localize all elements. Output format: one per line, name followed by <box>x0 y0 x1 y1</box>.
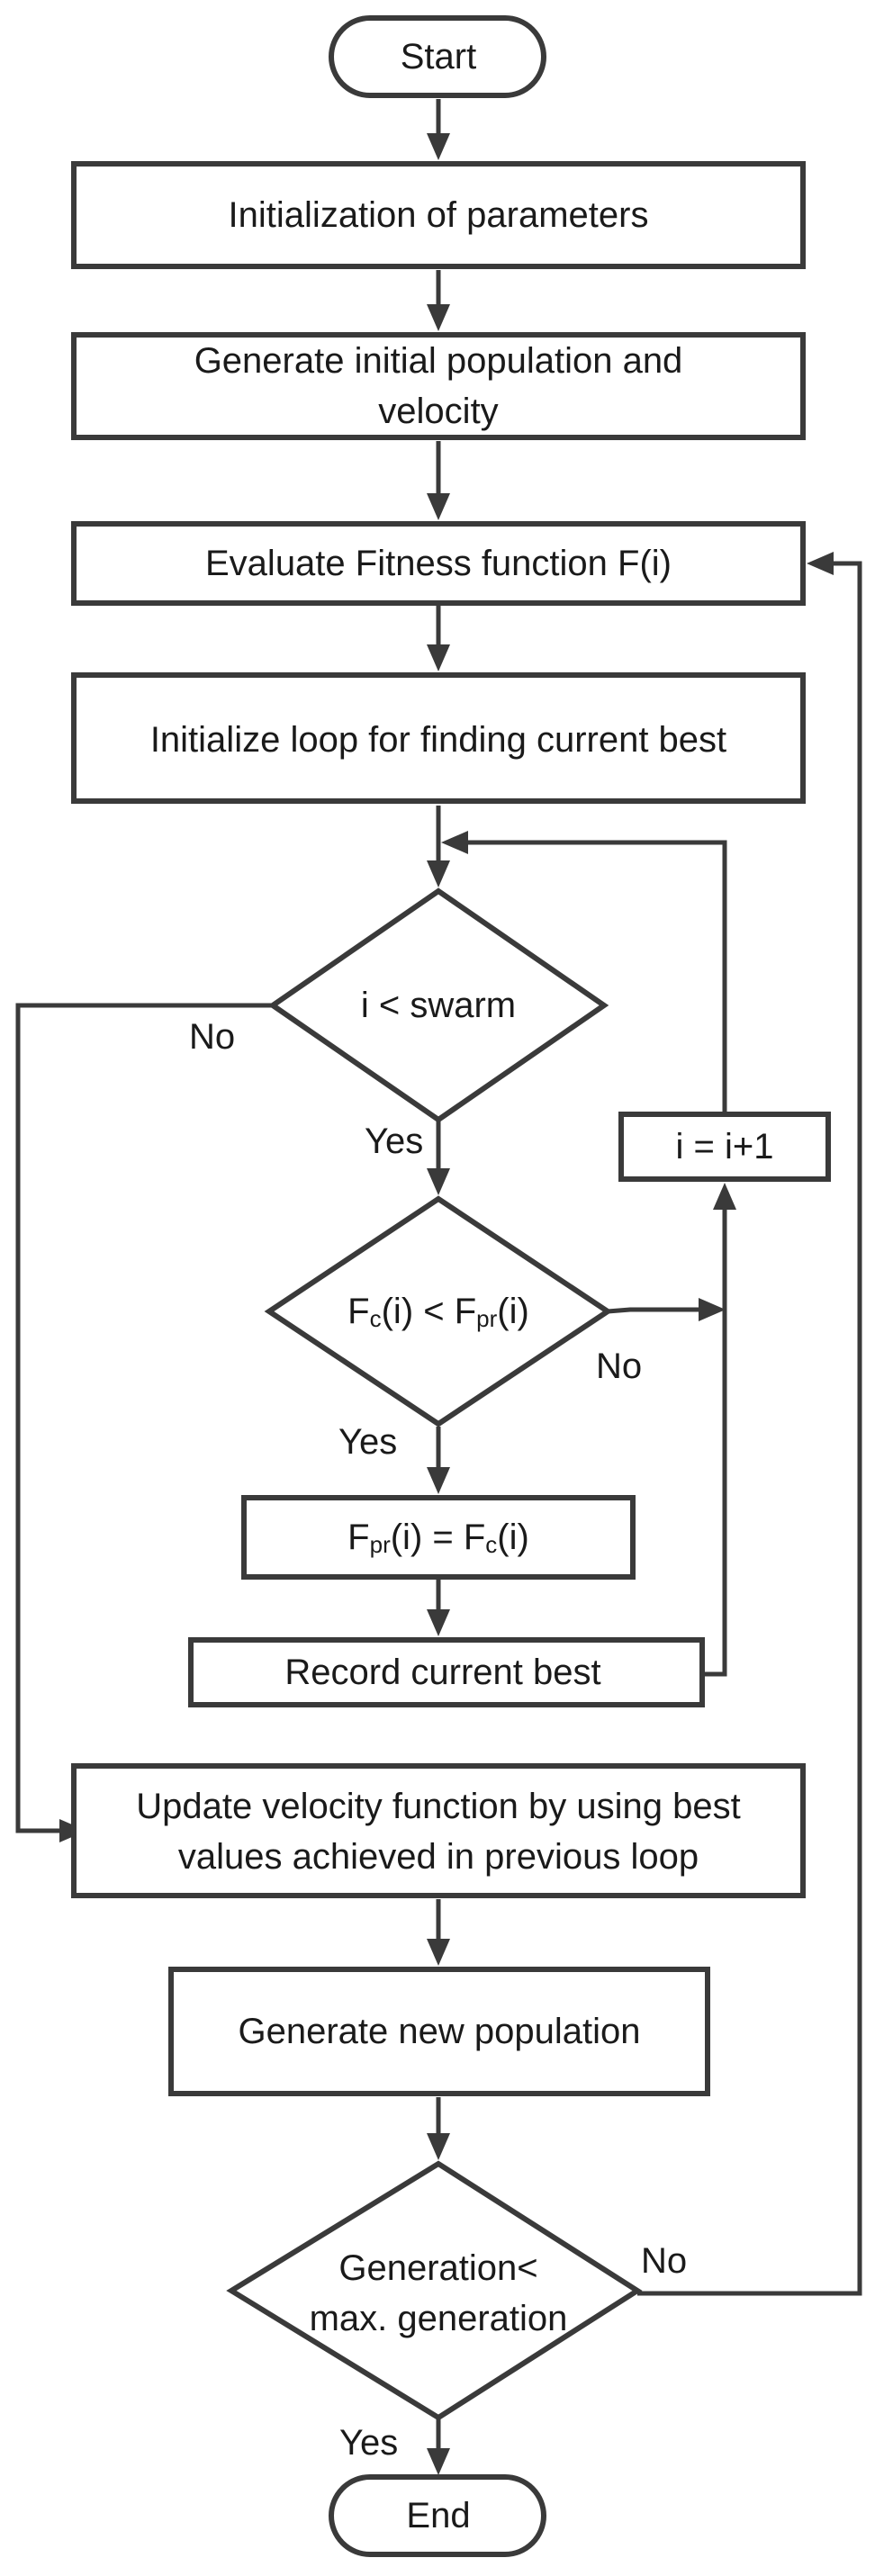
arrowhead <box>427 860 450 887</box>
update-velocity-line1: Update velocity function by using best <box>136 1787 741 1826</box>
edge-increment-loop-back <box>466 840 727 1125</box>
init-loop-label: Initialize loop for finding current best <box>150 720 726 760</box>
decision-generation-line2: max. generation <box>310 2299 568 2338</box>
generation-no-label: No <box>641 2241 687 2281</box>
generate-population-line2: velocity <box>378 392 498 431</box>
edge-generation-no-to-evaluate <box>637 561 862 2296</box>
edge-record-to-increment <box>702 1208 727 1677</box>
init-params-label: Initialization of parameters <box>229 195 649 235</box>
decision-generation-line1: Generation< <box>338 2248 537 2288</box>
update-velocity-line2: values achieved in previous loop <box>178 1837 699 1877</box>
arrowhead <box>441 831 468 854</box>
arrowhead <box>427 1609 450 1636</box>
increment-label: i = i+1 <box>676 1127 774 1166</box>
swarm-yes-label: Yes <box>365 1121 423 1161</box>
end-label: End <box>406 2496 470 2535</box>
decision-fitness: Fc(i) < Fpr(i) <box>264 1195 613 1428</box>
generate-population-box: Generate initial population and velocity <box>71 332 806 440</box>
init-params-box: Initialization of parameters <box>71 161 806 269</box>
arrowhead <box>427 2448 450 2475</box>
new-population-box: Generate new population <box>168 1967 710 2096</box>
assign-best-label: Fpr(i) = Fc(i) <box>347 1518 529 1558</box>
arrowhead <box>427 133 450 160</box>
record-best-box: Record current best <box>188 1637 705 1707</box>
new-population-label: Generate new population <box>239 2012 641 2051</box>
swarm-no-label: No <box>189 1017 235 1057</box>
decision-fitness-label: Fc(i) < Fpr(i) <box>347 1292 529 1332</box>
arrowhead <box>699 1298 726 1321</box>
arrowheads <box>59 133 834 2475</box>
arrowhead <box>713 1183 736 1210</box>
arrowhead <box>427 644 450 671</box>
edge-fitness-no-to-increment <box>607 1307 700 1314</box>
decision-generation: Generation< max. generation <box>226 2160 643 2421</box>
increment-box: i = i+1 <box>618 1112 831 1182</box>
evaluate-fitness-box: Evaluate Fitness function F(i) <box>71 521 806 606</box>
decision-swarm-label: i < swarm <box>361 986 516 1025</box>
start-terminal: Start <box>329 15 546 98</box>
arrowhead <box>427 1939 450 1966</box>
arrowhead <box>427 1467 450 1494</box>
edge-swarm-no-to-update <box>15 1003 273 1833</box>
arrowhead <box>427 304 450 331</box>
edge-labels: No Yes No Yes No Yes <box>189 1017 687 2463</box>
end-terminal: End <box>329 2474 546 2557</box>
evaluate-fitness-label: Evaluate Fitness function F(i) <box>205 544 672 583</box>
generation-yes-label: Yes <box>339 2423 398 2463</box>
arrowhead <box>427 493 450 520</box>
record-best-label: Record current best <box>284 1653 600 1692</box>
start-label: Start <box>401 37 476 77</box>
fitness-yes-label: Yes <box>338 1422 397 1462</box>
generate-population-line1: Generate initial population and <box>194 341 683 381</box>
arrowhead <box>807 552 834 575</box>
arrowhead <box>427 1168 450 1195</box>
update-velocity-box: Update velocity function by using best v… <box>71 1763 806 1898</box>
assign-best-box: Fpr(i) = Fc(i) <box>241 1495 636 1580</box>
arrowhead <box>427 2133 450 2160</box>
connectors <box>15 99 862 2450</box>
init-loop-box: Initialize loop for finding current best <box>71 672 806 804</box>
decision-swarm: i < swarm <box>267 887 609 1123</box>
fitness-no-label: No <box>596 1347 642 1386</box>
